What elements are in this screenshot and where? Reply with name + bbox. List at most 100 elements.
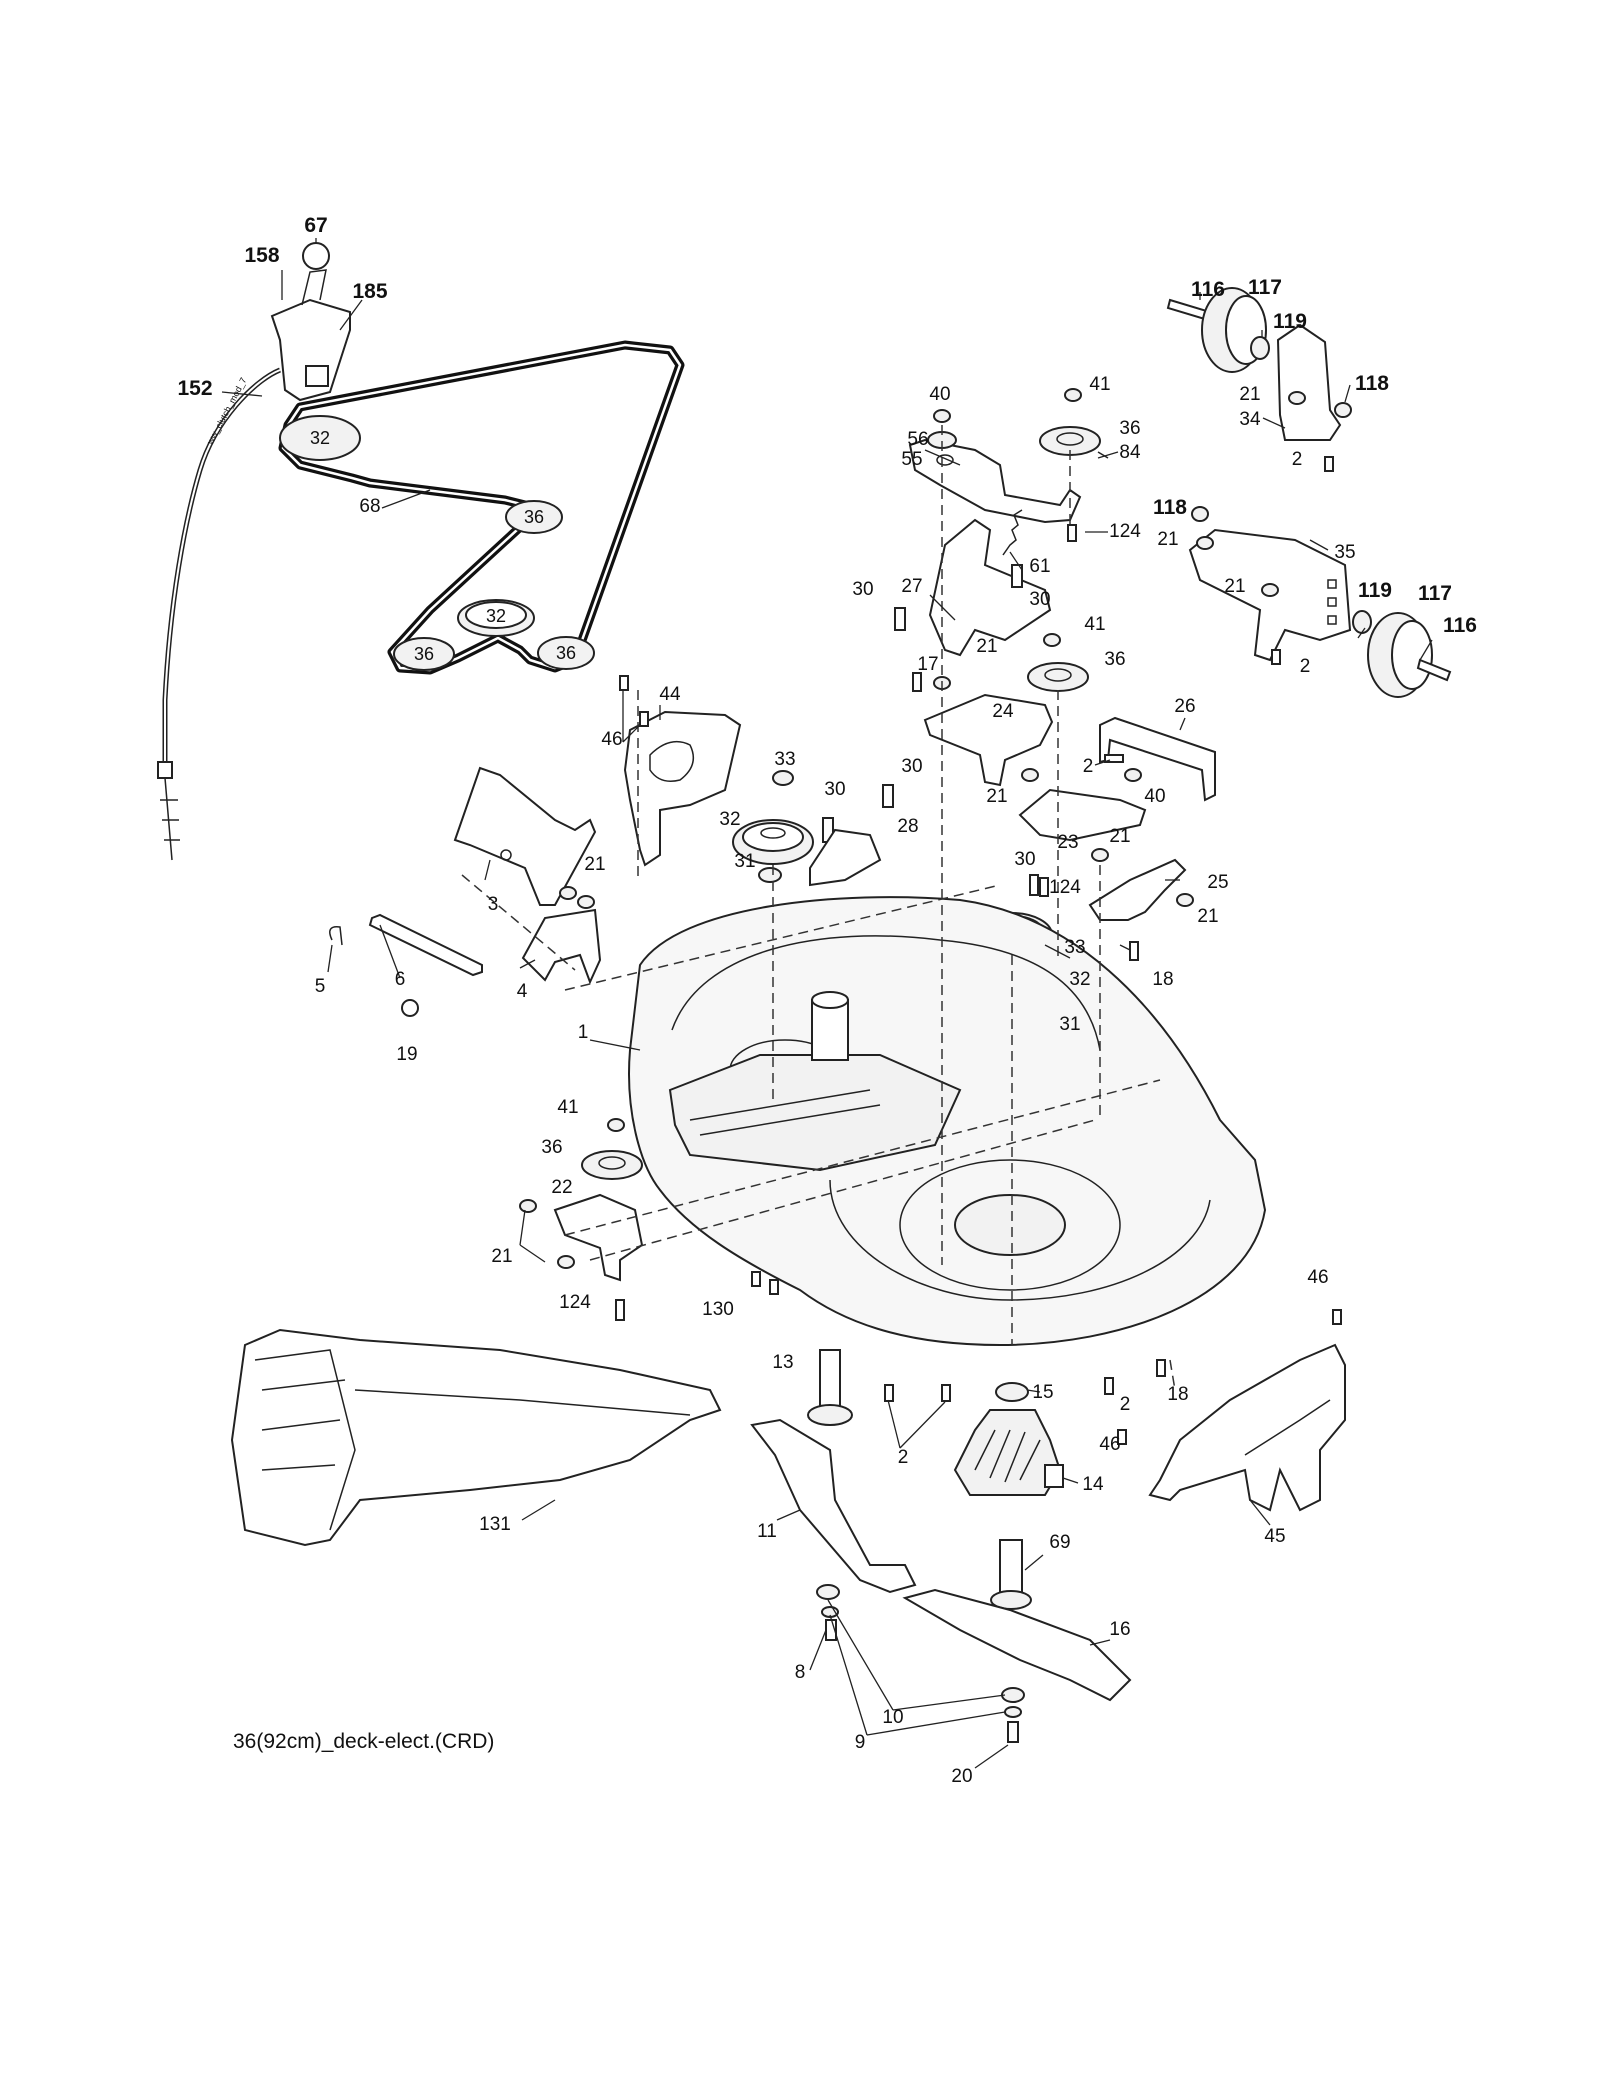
discharge-chute-131 bbox=[230, 1328, 722, 1547]
callout-61: 61 bbox=[1029, 556, 1050, 577]
clutch-bracket-185 bbox=[270, 298, 351, 402]
callout-26: 26 bbox=[1174, 696, 1195, 717]
callout-40-top: 40 bbox=[929, 384, 950, 405]
callout-28: 28 bbox=[897, 816, 918, 837]
nut-21-25a bbox=[1091, 848, 1109, 862]
bolt-124-low bbox=[615, 1299, 625, 1321]
callout-118-lower: 118 bbox=[1153, 496, 1187, 519]
spindle-housing-14 bbox=[953, 1409, 1062, 1496]
callout-20: 20 bbox=[951, 1766, 972, 1787]
blade-11 bbox=[750, 1418, 917, 1594]
belt-pulley-label: 32 bbox=[310, 428, 330, 448]
callout-117-upper: 117 bbox=[1248, 276, 1282, 299]
callout-41-mid: 41 bbox=[1084, 614, 1105, 635]
callout-31-right: 31 bbox=[1059, 1014, 1080, 1035]
callout-21-upper: 21 bbox=[1239, 384, 1260, 405]
callout-15: 15 bbox=[1032, 1382, 1053, 1403]
belt-guard-45 bbox=[1117, 1309, 1346, 1512]
nut-21-23 bbox=[1021, 768, 1039, 782]
callout-30-e: 30 bbox=[1014, 849, 1035, 870]
deck-wheel-upper-group bbox=[1166, 287, 1352, 472]
bracket-3 bbox=[453, 766, 597, 906]
callout-2-under-left: 2 bbox=[898, 1447, 909, 1468]
nut-21-upper bbox=[1288, 391, 1306, 405]
belt-pulley-label: 36 bbox=[556, 643, 576, 663]
nut-21-22a bbox=[519, 1199, 537, 1213]
nut-118-upper bbox=[1334, 402, 1352, 418]
belt-pulley-label: 36 bbox=[414, 644, 434, 664]
callout-5: 5 bbox=[315, 976, 326, 997]
nut-41-mid bbox=[1043, 633, 1061, 647]
callout-46-right: 46 bbox=[1307, 1267, 1328, 1288]
callout-44: 44 bbox=[659, 684, 681, 705]
washer-119-upper bbox=[1250, 336, 1270, 360]
bracket-24 bbox=[923, 693, 1054, 787]
nut-21-left2 bbox=[577, 895, 595, 909]
callout-2-lower: 2 bbox=[1300, 656, 1311, 677]
callout-9: 9 bbox=[855, 1732, 866, 1753]
callout-119-upper: 119 bbox=[1273, 310, 1307, 333]
bracket-25 bbox=[1088, 858, 1187, 921]
bracket-27 bbox=[928, 518, 1052, 657]
callout-2-mid: 2 bbox=[1083, 756, 1094, 777]
bolt-46-b bbox=[639, 711, 649, 727]
callout-21-lower-a: 21 bbox=[1157, 529, 1178, 550]
left-idler-group bbox=[619, 675, 894, 887]
callout-13: 13 bbox=[772, 1352, 793, 1373]
washer-119-lower bbox=[1352, 610, 1372, 634]
callout-45: 45 bbox=[1264, 1526, 1285, 1547]
callout-152: 152 bbox=[177, 377, 212, 400]
belt-pulley-label: 36 bbox=[524, 507, 544, 527]
callout-21-23: 21 bbox=[986, 786, 1007, 807]
bracket-4 bbox=[521, 908, 602, 985]
callout-21-lower-b: 21 bbox=[1224, 576, 1245, 597]
callout-21-25a: 21 bbox=[1109, 826, 1130, 847]
nut-33-left bbox=[772, 770, 794, 786]
callout-36-mid: 36 bbox=[1104, 649, 1125, 670]
bolt-18-under bbox=[1156, 1359, 1166, 1377]
belt-pulley-0: 32 bbox=[279, 415, 361, 461]
bolt-2-under-b bbox=[941, 1384, 951, 1402]
nut-21-lower-a bbox=[1196, 536, 1214, 550]
callout-32-right: 32 bbox=[1069, 969, 1090, 990]
leader-lines bbox=[221, 238, 1433, 1769]
link-6 bbox=[368, 913, 483, 977]
belt-pulley-label: 32 bbox=[486, 606, 506, 626]
spindle-13 bbox=[819, 1349, 841, 1413]
bolt-2-under-a bbox=[884, 1384, 894, 1402]
callout-158: 158 bbox=[244, 244, 279, 267]
nut-21-lower-b bbox=[1261, 583, 1279, 597]
callout-34: 34 bbox=[1239, 409, 1261, 430]
callout-30-b: 30 bbox=[852, 579, 873, 600]
callout-18-upper: 18 bbox=[1152, 969, 1173, 990]
bolt-130-b bbox=[769, 1279, 779, 1295]
callout-46-top: 46 bbox=[601, 729, 622, 750]
callout-labels: 67 158 185 152 68 116 117 119 118 21 34 … bbox=[177, 214, 1476, 1787]
callout-84: 84 bbox=[1119, 442, 1141, 463]
bolt-30-left2 bbox=[882, 784, 894, 808]
pulley-36-mid bbox=[1027, 662, 1089, 692]
nut-41 bbox=[1064, 388, 1082, 402]
bolt-30-b bbox=[1011, 564, 1023, 588]
knob-67 bbox=[302, 242, 330, 270]
callout-22: 22 bbox=[551, 1177, 572, 1198]
callout-6: 6 bbox=[395, 969, 406, 990]
callout-14: 14 bbox=[1082, 1474, 1104, 1495]
callout-124-top: 124 bbox=[1109, 521, 1141, 542]
callout-33-right: 33 bbox=[1064, 937, 1085, 958]
nut-40-mid bbox=[1124, 768, 1142, 782]
washer-10-left bbox=[816, 1584, 840, 1600]
callout-118-upper: 118 bbox=[1355, 372, 1389, 395]
nut-21-22b bbox=[557, 1255, 575, 1269]
callout-124-mid: 124 bbox=[1049, 877, 1081, 898]
callout-116-lower: 116 bbox=[1443, 614, 1477, 637]
callout-3: 3 bbox=[488, 894, 499, 915]
callout-21-mid: 21 bbox=[976, 636, 997, 657]
callout-30-d: 30 bbox=[901, 756, 922, 777]
callout-18-under: 18 bbox=[1167, 1384, 1188, 1405]
belt-pulley-3: 36 bbox=[393, 637, 455, 671]
callout-21-25b: 21 bbox=[1197, 906, 1218, 927]
nut-118-lower bbox=[1191, 506, 1209, 522]
callout-23: 23 bbox=[1057, 832, 1078, 853]
